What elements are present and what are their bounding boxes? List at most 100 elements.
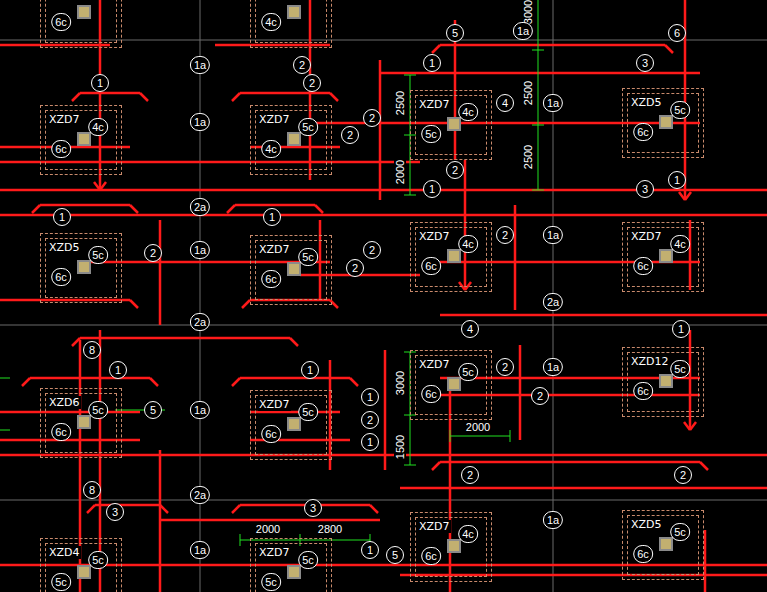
cap-name: XZD7: [258, 546, 291, 559]
pile-cap: XZD74c6c: [410, 512, 492, 582]
rebar-end-tick: [0, 45, 708, 513]
pile-cap: XZD7 5c 5c: [250, 538, 332, 592]
callout-number: 5: [386, 546, 404, 564]
callout-number: 2: [361, 411, 379, 429]
callout-number: 2: [341, 126, 359, 144]
rebar-callout: 6c: [633, 257, 653, 275]
rebar-callout: 5c: [88, 246, 108, 264]
callout-number: 3: [304, 499, 322, 517]
callout-number: 3: [106, 503, 124, 521]
callout-number: 1: [361, 388, 379, 406]
rebar-callout: 5c: [670, 101, 690, 119]
rebar-callout: 5c: [88, 401, 108, 419]
rebar-callout: 5c: [51, 573, 71, 591]
rebar-callout: 4c: [458, 525, 478, 543]
pile-marker: [77, 5, 91, 19]
rebar-callout: 5c: [298, 118, 318, 136]
callout-number: 2: [461, 466, 479, 484]
callout-number: 2: [144, 244, 162, 262]
pile-marker: [447, 377, 461, 391]
callout-number: 4: [496, 94, 514, 112]
pile-marker: [447, 117, 461, 131]
callout-number: 1: [668, 171, 686, 189]
callout-number: 1a: [190, 401, 210, 419]
cap-name: XZD5: [48, 241, 81, 254]
rebar-callout: 6c: [633, 382, 653, 400]
pile-cap: XZD45c5c: [40, 538, 122, 592]
pile-cap: XZD7 5c 4c: [250, 105, 332, 175]
callout-number: 2: [363, 109, 381, 127]
callout-number: 1a: [190, 56, 210, 74]
callout-number: 2: [496, 226, 514, 244]
cap-name: XZD5: [630, 518, 663, 531]
pile-marker: [77, 415, 91, 429]
callout-number: 2: [446, 161, 464, 179]
cap-name: XZD7: [418, 358, 451, 371]
dimension-text: 2000: [394, 159, 406, 185]
callout-number: 1a: [543, 511, 563, 529]
cap-name: XZD12: [630, 355, 670, 368]
callout-number: 1: [361, 541, 379, 559]
pile-marker: [77, 132, 91, 146]
dimension-text: 2500: [522, 80, 534, 106]
callout-number: 2: [674, 466, 692, 484]
rebar-callout: 5c: [670, 523, 690, 541]
pile-marker: [287, 132, 301, 146]
pile-marker: [659, 537, 673, 551]
cap-name: XZD7: [258, 113, 291, 126]
callout-number: 1a: [190, 241, 210, 259]
rebar-callout: 6c: [633, 123, 653, 141]
cap-name: XZD7: [258, 398, 291, 411]
pile-cap: XZD75c6c: [250, 390, 332, 460]
callout-number: 2a: [190, 313, 210, 331]
pile-cap: XZD125c 6c: [622, 347, 704, 417]
callout-number: 1: [423, 54, 441, 72]
rebar-callout: 5c: [261, 573, 281, 591]
dimension-text: 2500: [522, 144, 534, 170]
callout-number: 2: [293, 56, 311, 74]
cap-name: XZD7: [418, 98, 451, 111]
dimension-text: 2500: [394, 90, 406, 116]
pile-marker: [287, 565, 301, 579]
callout-number: 1a: [190, 541, 210, 559]
pile-cap: XZD74c5c: [410, 90, 492, 160]
pile-cap: 6c: [40, 0, 122, 48]
callout-number: 1: [109, 361, 127, 379]
rebar-callout: 6c: [261, 270, 281, 288]
pile-marker: [659, 115, 673, 129]
cap-name: XZD4: [48, 546, 81, 559]
rebar-callout: 4c: [261, 140, 281, 158]
callout-number: 8: [83, 341, 101, 359]
callout-number: 5: [446, 24, 464, 42]
rebar-callout: 4c: [458, 235, 478, 253]
callout-number: 5: [144, 401, 162, 419]
callout-number: 6: [668, 24, 686, 42]
callout-number: 1: [301, 361, 319, 379]
pile-cap: 4c: [250, 0, 332, 48]
callout-number: 2a: [543, 293, 563, 311]
cap-name: XZD7: [418, 520, 451, 533]
rebar-callout: 5c: [670, 360, 690, 378]
callout-number: 1: [53, 208, 71, 226]
rebar-callout: 6c: [51, 423, 71, 441]
callout-number: 3: [636, 180, 654, 198]
rebar-callout: 5c: [298, 551, 318, 569]
rebar-callout: 5c: [421, 125, 441, 143]
callout-number: 1: [91, 74, 109, 92]
callout-number: 1a: [543, 358, 563, 376]
callout-number: 1a: [543, 226, 563, 244]
pile-marker: [77, 565, 91, 579]
callout-number: 1a: [190, 113, 210, 131]
rebar-callout: 4c: [261, 13, 281, 31]
pile-marker: [447, 539, 461, 553]
callout-number: 8: [83, 481, 101, 499]
callout-number: 2a: [190, 198, 210, 216]
pile-marker: [77, 260, 91, 274]
rebar-callout: 4c: [88, 118, 108, 136]
cap-name: XZD7: [418, 230, 451, 243]
cap-name: XZD7: [630, 230, 663, 243]
rebar-callout: 6c: [51, 140, 71, 158]
rebar-callout: 6c: [51, 13, 71, 31]
